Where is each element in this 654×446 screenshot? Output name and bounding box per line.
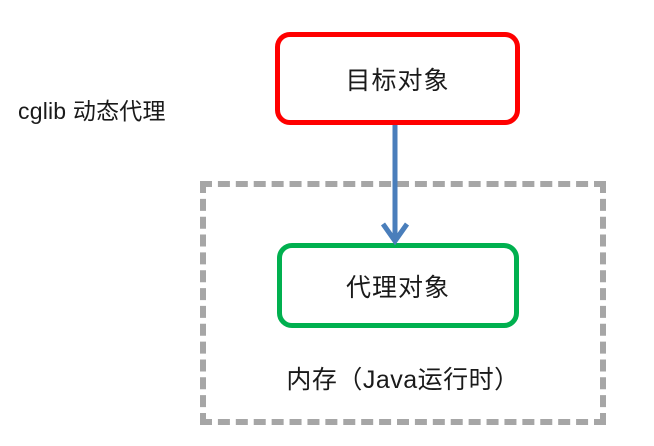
node-proxy-object[interactable]: 代理对象 <box>277 243 519 328</box>
node-proxy-object-label: 代理对象 <box>345 273 450 302</box>
memory-container <box>200 181 606 425</box>
node-target-object[interactable]: 目标对象 <box>275 32 520 125</box>
memory-container-label: 内存（Java运行时） <box>286 366 520 394</box>
diagram-caption: cglib 动态代理 <box>18 98 166 124</box>
node-target-object-label: 目标对象 <box>345 66 450 95</box>
